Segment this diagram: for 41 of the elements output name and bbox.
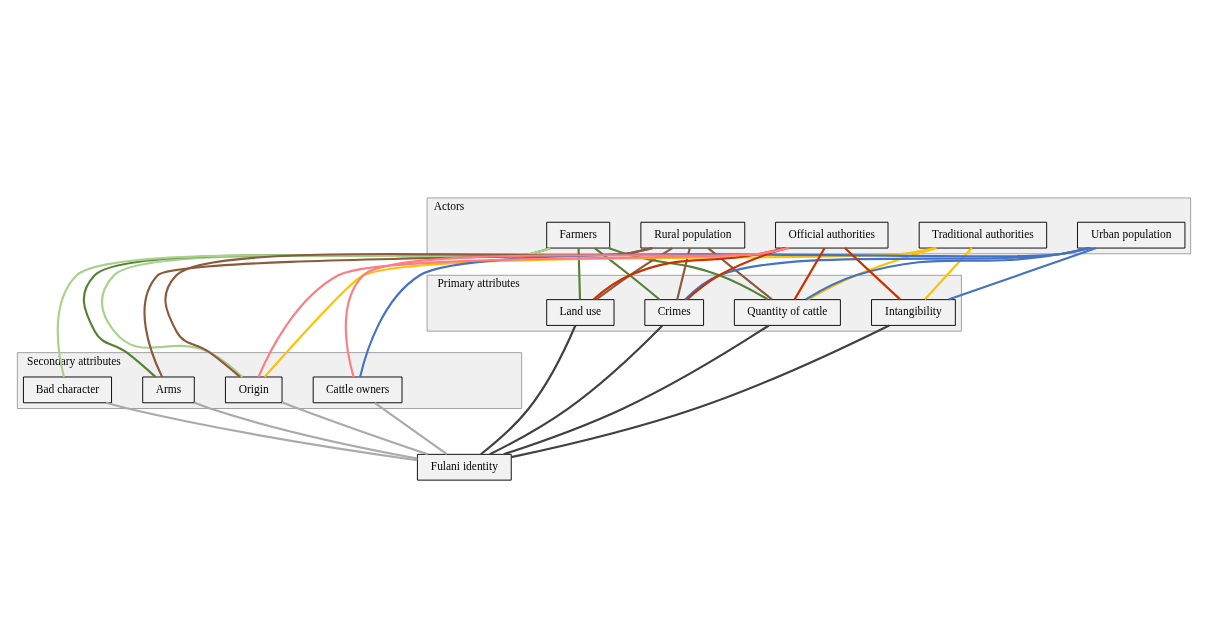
connector — [105, 401, 418, 462]
node-box: Arms — [142, 376, 195, 404]
node-box: Rural population — [640, 221, 746, 249]
connector — [281, 401, 429, 456]
connector — [257, 247, 789, 378]
connector — [344, 247, 789, 378]
connector — [577, 248, 582, 300]
connector — [193, 401, 418, 460]
connector — [359, 247, 1091, 378]
connector — [686, 247, 786, 301]
node-box: Official authorities — [775, 221, 889, 249]
node-box: Land use — [546, 299, 615, 326]
connector — [511, 324, 890, 459]
connector — [263, 247, 936, 378]
connector — [844, 247, 901, 301]
node-box: Fulani identity — [416, 453, 512, 481]
connector — [503, 324, 770, 456]
connector — [608, 247, 769, 301]
node-box: Urban population — [1077, 221, 1186, 249]
node-box: Farmers — [546, 221, 611, 249]
connector — [807, 247, 937, 301]
node-box: Bad character — [22, 376, 112, 404]
connector — [684, 247, 1090, 301]
connector — [489, 324, 663, 456]
connector — [592, 247, 786, 301]
connector — [707, 247, 773, 301]
connector — [593, 247, 661, 301]
connector — [374, 401, 448, 455]
connector — [924, 247, 973, 301]
node-box: Cattle owners — [312, 376, 403, 404]
connector — [948, 247, 1097, 301]
node-box: Crimes — [644, 299, 705, 326]
connector — [676, 247, 691, 300]
connector — [595, 247, 673, 301]
connector — [793, 247, 826, 300]
node-box: Origin — [224, 376, 283, 404]
connector — [480, 325, 577, 456]
node-box: Traditional authorities — [918, 221, 1048, 249]
connector — [805, 247, 1089, 301]
node-box: Quantity of cattle — [733, 299, 841, 326]
node-box: Intangibility — [871, 299, 956, 326]
